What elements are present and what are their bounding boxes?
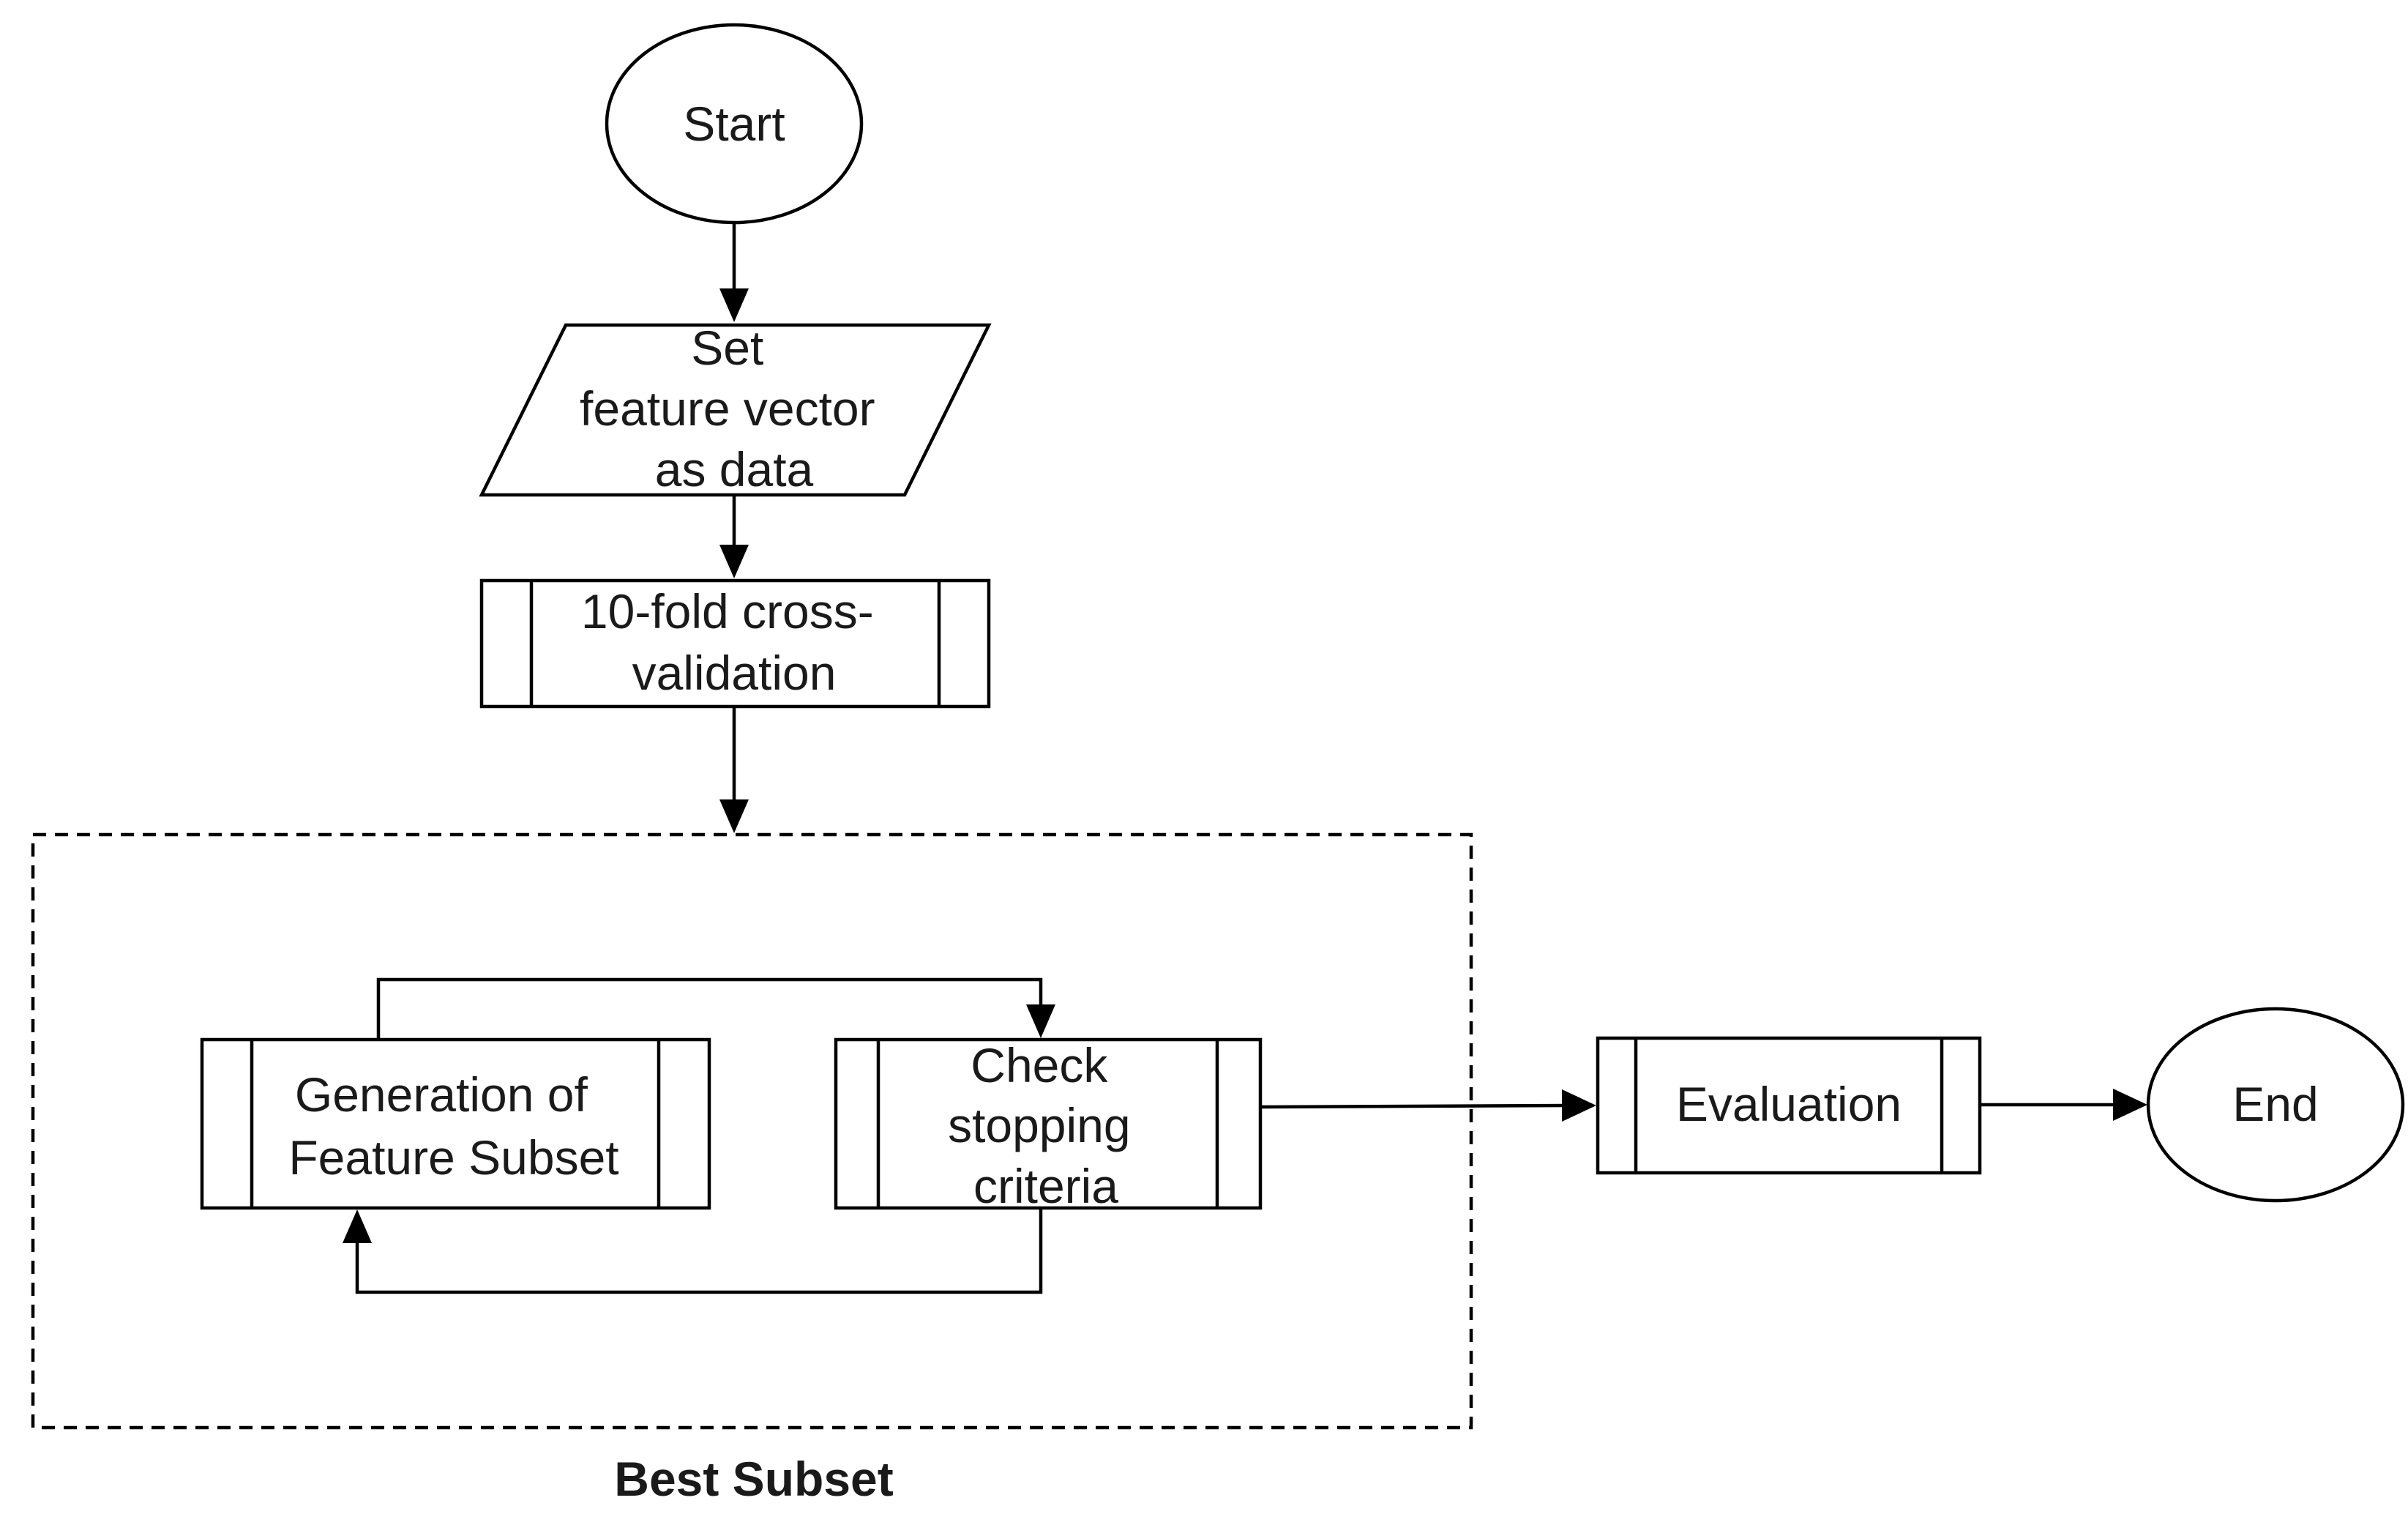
set-feature-vector-node: Set feature vector as data — [479, 321, 992, 497]
arrowhead-up-icon — [343, 1209, 372, 1243]
svg-text:10-fold cross- validatio: 10-fold cross- validation — [581, 584, 887, 700]
cross-validation-line-2: validation — [632, 646, 837, 700]
set-data-line-1: Set — [691, 321, 763, 375]
arrow-start-to-set-data — [719, 223, 749, 322]
check-line-3: criteria — [973, 1159, 1118, 1213]
svg-text:Set feature vector: Set feature vector as data — [580, 321, 889, 496]
svg-text:Check stopping cri: Check stopping criteria — [948, 1038, 1144, 1213]
set-data-line-3: as data — [655, 442, 814, 496]
generation-node: Generation of Feature Subset — [200, 1037, 711, 1210]
svg-text:Generation of Feature Su: Generation of Feature Subset — [288, 1067, 618, 1185]
end-node: End — [2146, 1007, 2405, 1203]
arrowhead-right-icon — [2113, 1089, 2147, 1121]
end-label: End — [2232, 1077, 2318, 1131]
best-subset-group-box — [31, 832, 1473, 1430]
generation-line-1: Generation of — [295, 1067, 588, 1122]
start-label: Start — [683, 97, 785, 151]
arrow-evaluation-to-end — [1980, 1089, 2147, 1121]
arrowhead-down-icon — [719, 288, 749, 322]
arrowhead-down-icon — [1026, 1004, 1055, 1038]
arrow-check-to-generation — [343, 1208, 1043, 1294]
arrowhead-down-icon — [719, 545, 749, 578]
arrow-set-data-to-cross-validation — [719, 495, 749, 578]
check-line-2: stopping — [948, 1098, 1131, 1152]
best-subset-label: Best Subset — [614, 1452, 893, 1506]
cross-validation-node: 10-fold cross- validation — [479, 578, 991, 709]
evaluation-node: Evaluation — [1596, 1036, 1982, 1175]
set-data-line-2: feature vector — [580, 381, 875, 436]
evaluation-label: Evaluation — [1676, 1077, 1902, 1131]
arrow-check-to-evaluation — [1260, 1089, 1596, 1122]
arrowhead-down-icon — [719, 799, 749, 833]
arrow-cross-validation-to-best-subset — [719, 706, 749, 833]
arrow-generation-to-check — [376, 977, 1055, 1040]
generation-line-2: Feature Subset — [288, 1130, 618, 1185]
check-stopping-node: Check stopping criteria — [834, 1037, 1263, 1213]
start-node: Start — [605, 23, 864, 225]
cross-validation-line-1: 10-fold cross- — [581, 584, 874, 638]
check-line-1: Check — [971, 1038, 1108, 1092]
arrowhead-right-icon — [1562, 1089, 1596, 1122]
